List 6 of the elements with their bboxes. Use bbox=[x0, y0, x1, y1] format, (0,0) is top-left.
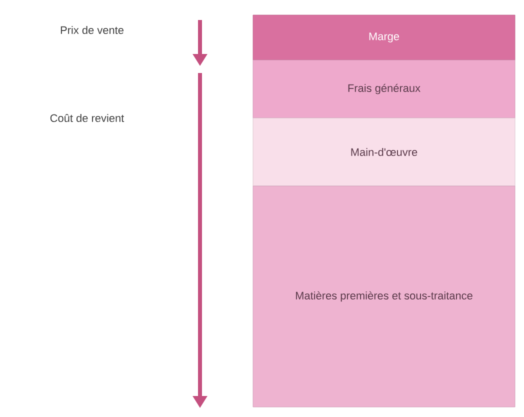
band: Frais généraux bbox=[252, 60, 516, 118]
band: Matières premières et sous-traitance bbox=[252, 186, 516, 408]
label: Coût de revient bbox=[50, 114, 124, 122]
band: Main-d'œuvre bbox=[252, 118, 516, 186]
band: Marge bbox=[252, 14, 516, 60]
label: Prix de vente bbox=[60, 26, 124, 34]
